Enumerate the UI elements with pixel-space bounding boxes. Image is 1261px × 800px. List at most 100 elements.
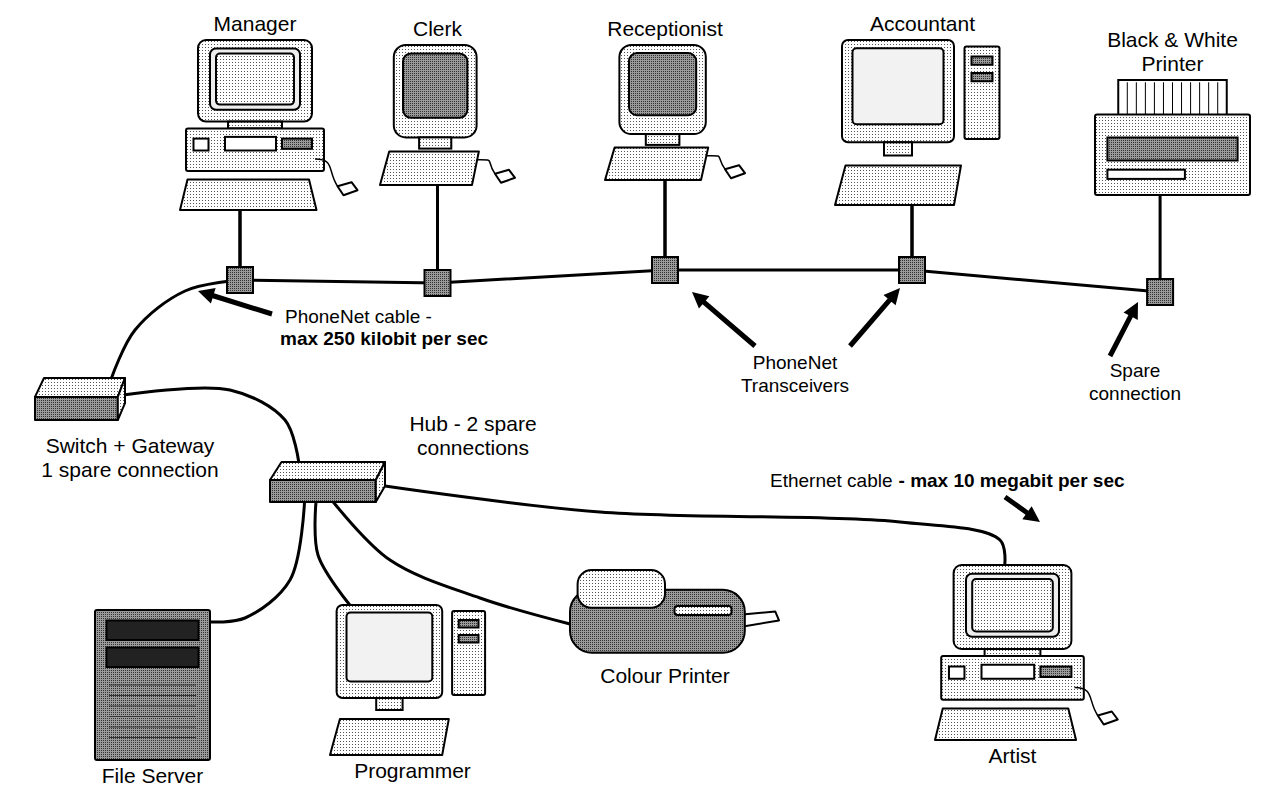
drive-slot xyxy=(225,137,276,151)
phonenet-transceiver xyxy=(227,267,253,293)
paper-edge xyxy=(1172,82,1173,114)
device-icon xyxy=(935,565,1090,740)
artist-computer: Artist xyxy=(935,565,1090,740)
monitor xyxy=(842,40,954,142)
drive-slot xyxy=(982,665,1035,679)
phonenet-transceiver xyxy=(652,257,678,283)
switch-gateway: Switch + Gateway1 spare connection xyxy=(35,378,125,420)
keyboard xyxy=(180,179,317,210)
drive-slot xyxy=(949,667,965,679)
vent-line xyxy=(109,706,196,707)
cable-speed: max 250 kilobit per sec xyxy=(280,328,488,351)
device-label: Artist xyxy=(989,744,1037,768)
paper-feed xyxy=(675,606,732,615)
control-panel xyxy=(1107,170,1185,179)
screen xyxy=(853,48,944,124)
mouse-cord xyxy=(706,156,725,170)
leader-arrow xyxy=(692,292,757,348)
leader-arrow xyxy=(1108,302,1138,357)
device-icon xyxy=(570,570,760,660)
label-group: Accountant xyxy=(870,12,975,36)
phonenet-transceiver xyxy=(899,257,925,283)
label-group: Hub - 2 spare connections xyxy=(398,412,548,460)
spare-label: Spare connection xyxy=(1075,360,1195,406)
paper-tray xyxy=(1118,80,1227,117)
keyboard xyxy=(330,719,449,755)
monitor xyxy=(954,565,1072,649)
device-label: Hub - 2 spare connections xyxy=(398,412,548,460)
device-icon xyxy=(330,605,495,755)
cable-speed: - max 10 megabit per sec xyxy=(899,470,1125,493)
screen-glass xyxy=(972,579,1053,632)
device-icon xyxy=(180,40,330,210)
receptionist-computer: Receptionist xyxy=(605,45,725,180)
phonenet-transceiver xyxy=(1147,279,1173,305)
drive-slot xyxy=(194,139,209,151)
paper-edge xyxy=(1181,82,1182,114)
vent-line xyxy=(109,737,196,738)
device-top xyxy=(35,378,125,397)
device-label: File Server xyxy=(102,764,204,788)
label-group: Black & White Printer xyxy=(1098,28,1248,76)
label-group: Colour Printer xyxy=(600,664,730,688)
leader-arrow xyxy=(848,288,900,348)
device-front xyxy=(35,397,118,420)
vent-line xyxy=(109,685,196,686)
label-group: Switch + Gateway1 spare connection xyxy=(20,434,240,482)
drive-bay xyxy=(459,635,479,643)
programmer-computer: Programmer xyxy=(330,605,495,755)
device-icon xyxy=(270,462,385,502)
colour-printer: Colour Printer xyxy=(570,570,760,660)
screen xyxy=(210,49,300,110)
paper-slot xyxy=(1107,138,1237,161)
drive-slot xyxy=(282,139,312,149)
keyboard xyxy=(935,709,1076,741)
screen xyxy=(966,574,1059,637)
clerk-computer: Clerk xyxy=(380,45,495,185)
drive-bay xyxy=(972,73,993,81)
device-icon xyxy=(605,45,725,180)
mouse xyxy=(1098,712,1118,725)
tower-case xyxy=(452,611,485,695)
vent-line xyxy=(109,716,196,717)
system-unit xyxy=(186,128,324,171)
paper-edge xyxy=(1154,82,1155,114)
screen xyxy=(403,53,467,117)
paper-edge xyxy=(1127,82,1128,114)
vent-line xyxy=(109,695,196,696)
device-label: Black & White Printer xyxy=(1098,28,1248,76)
mouse xyxy=(338,182,358,195)
phonenet-cable xyxy=(912,195,1160,292)
device-label: Manager xyxy=(214,12,297,36)
screen xyxy=(629,53,696,115)
drive-bay xyxy=(107,648,199,668)
device-side xyxy=(118,378,125,420)
cable-label: Ethernet cable xyxy=(770,470,893,493)
bw-printer: Black & White Printer xyxy=(1095,80,1250,195)
leader-arrow xyxy=(198,288,273,316)
monitor-stand xyxy=(646,134,680,145)
label-group: Receptionist xyxy=(607,17,723,41)
device-label: Colour Printer xyxy=(600,664,730,688)
paper-edge xyxy=(1199,82,1200,114)
device-label: Accountant xyxy=(870,12,975,36)
label-group: Clerk xyxy=(413,17,462,41)
server-case xyxy=(95,610,210,760)
monitor xyxy=(337,605,443,698)
keyboard xyxy=(605,148,708,180)
device-side xyxy=(376,462,385,502)
monitor xyxy=(619,45,705,134)
device-icon xyxy=(95,610,210,760)
monitor-stand xyxy=(985,649,1041,656)
file-server: File Server xyxy=(95,610,210,760)
device-label: Programmer xyxy=(354,759,471,783)
label-group: File Server xyxy=(102,764,204,788)
tower-case xyxy=(965,47,1000,139)
label-group: Artist xyxy=(989,744,1037,768)
leader-arrow xyxy=(1004,495,1040,522)
device-icon xyxy=(35,378,125,420)
printer-top xyxy=(578,570,665,608)
device-front xyxy=(270,480,376,502)
ethernet-cable xyxy=(385,486,1005,565)
label-group: Programmer xyxy=(354,759,471,783)
